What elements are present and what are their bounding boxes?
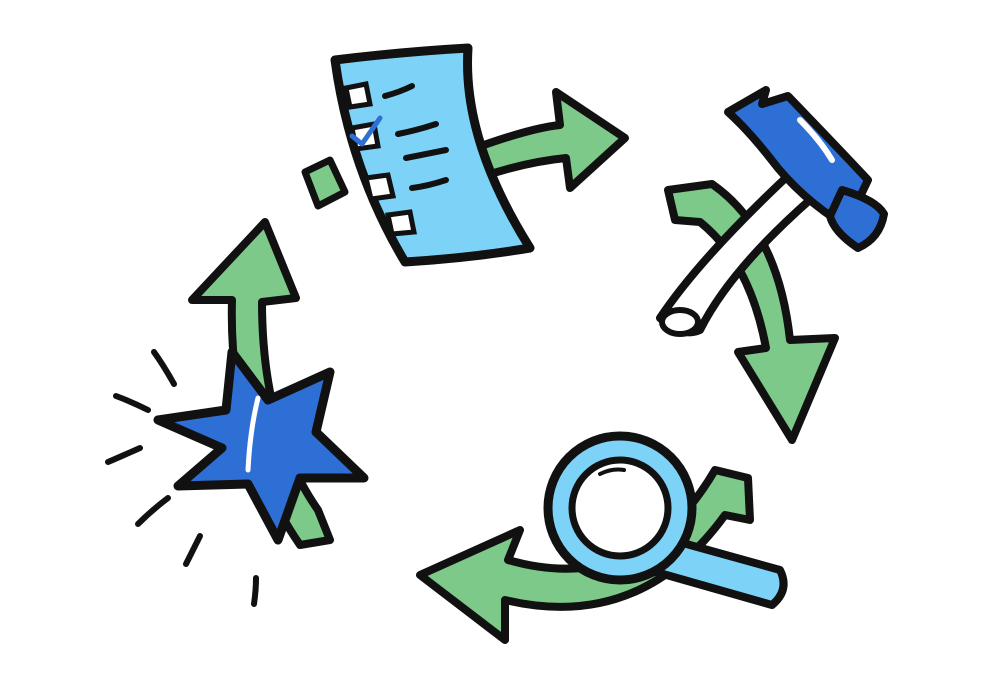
arrow-plan-to-build — [466, 88, 629, 192]
hammer-icon — [656, 86, 888, 337]
checklist-icon — [330, 43, 535, 267]
magnifier-icon — [543, 431, 788, 609]
arrow-stub-into-plan — [301, 156, 349, 210]
star-icon — [105, 347, 369, 607]
